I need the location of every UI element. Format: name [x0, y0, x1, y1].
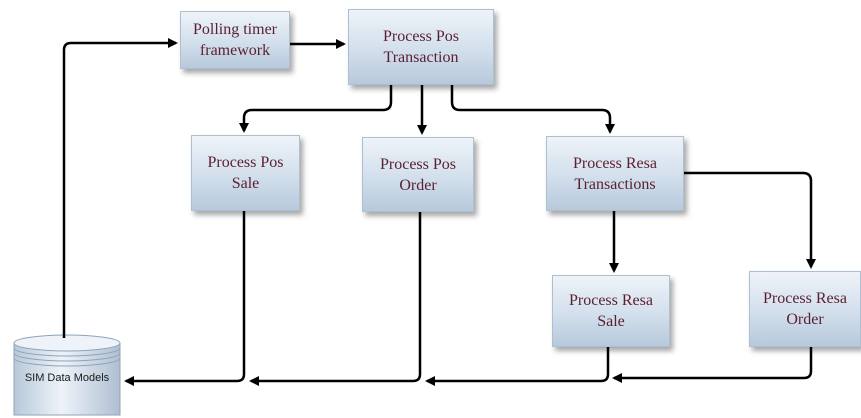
arrow-resa-sale-to-bus	[425, 347, 610, 386]
sim-data-models-label: SIM Data Models	[24, 372, 110, 384]
node-process-resa-transactions: Process Resa Transactions	[546, 136, 684, 211]
arrow-pos-order-to-bus	[249, 212, 422, 386]
arrow-db-to-polling	[62, 38, 178, 338]
node-process-pos-sale: Process Pos Sale	[191, 135, 300, 211]
database-cylinder-icon	[13, 334, 121, 416]
node-polling-timer-framework: Polling timer framework	[180, 11, 290, 69]
node-process-resa-sale: Process Resa Sale	[552, 275, 670, 347]
arrow-to-resa-order	[684, 171, 816, 269]
node-process-pos-transaction: Process Pos Transaction	[348, 9, 494, 85]
arrow-pos-sale-to-db	[124, 211, 246, 386]
arrow-to-resa-transactions	[450, 85, 615, 134]
arrow-to-pos-sale	[239, 85, 393, 133]
arrow-resa-order-to-bus	[612, 347, 813, 383]
node-process-pos-order: Process Pos Order	[362, 137, 474, 212]
node-process-resa-order: Process Resa Order	[749, 271, 861, 347]
